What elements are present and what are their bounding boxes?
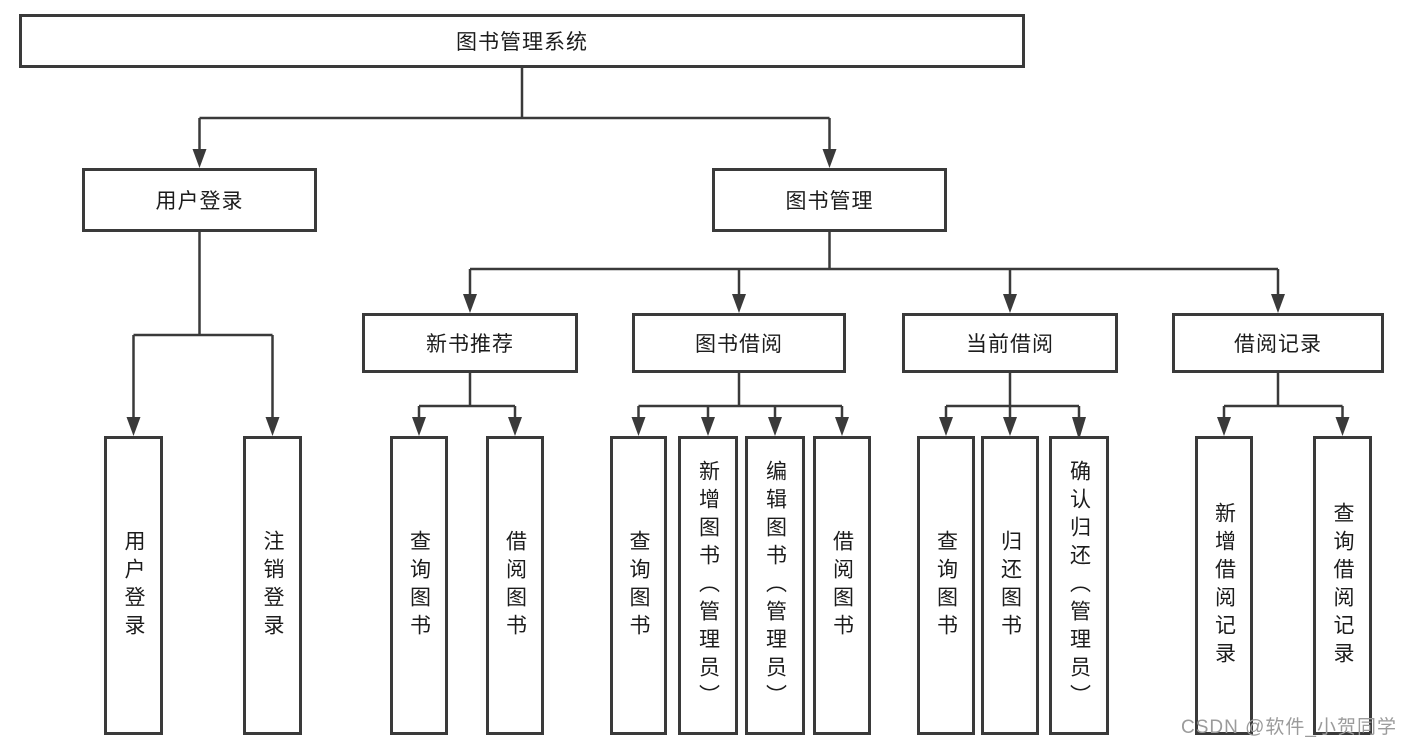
leaf-label: 借阅图书 [830, 529, 854, 642]
leaf-current-return-books: 归还图书 [981, 436, 1039, 735]
leaf-label: 注销登录 [261, 529, 284, 642]
node-borrow-records: 借阅记录 [1172, 313, 1384, 373]
leaf-label: 确认归还（管理员） [1067, 459, 1091, 712]
leaf-label: 查询图书 [407, 529, 431, 642]
leaf-label: 查询图书 [934, 529, 958, 642]
node-root-library-system: 图书管理系统 [19, 14, 1025, 68]
leaf-borrow-query-books: 查询图书 [610, 436, 667, 735]
node-label: 借阅记录 [1234, 333, 1322, 356]
node-new-book-recommend: 新书推荐 [362, 313, 578, 373]
node-user-login: 用户登录 [82, 168, 317, 232]
node-label: 图书管理 [785, 190, 874, 213]
leaf-label: 查询借阅记录 [1331, 501, 1354, 670]
leaf-record-query-borrow-record: 查询借阅记录 [1313, 436, 1372, 735]
node-label: 新书推荐 [426, 333, 514, 356]
node-book-management: 图书管理 [712, 168, 947, 232]
leaf-newbook-borrow-books: 借阅图书 [486, 436, 544, 735]
leaf-borrow-edit-books-admin: 编辑图书（管理员） [745, 436, 805, 735]
leaf-current-query-books: 查询图书 [917, 436, 975, 735]
leaf-borrow-borrow-books: 借阅图书 [813, 436, 871, 735]
leaf-newbook-query-books: 查询图书 [390, 436, 448, 735]
leaf-label: 编辑图书（管理员） [763, 459, 787, 712]
node-label: 图书借阅 [695, 333, 783, 356]
leaf-label: 新增图书（管理员） [696, 459, 720, 712]
leaf-borrow-add-books-admin: 新增图书（管理员） [678, 436, 738, 735]
leaf-logout: 注销登录 [243, 436, 302, 735]
leaf-user-login: 用户登录 [104, 436, 163, 735]
node-label: 当前借阅 [966, 333, 1054, 356]
leaf-label: 用户登录 [122, 529, 145, 642]
leaf-label: 归还图书 [998, 529, 1022, 642]
leaf-current-confirm-return-admin: 确认归还（管理员） [1049, 436, 1109, 735]
node-label: 图书管理系统 [456, 31, 588, 54]
node-book-borrow: 图书借阅 [632, 313, 846, 373]
node-current-borrow: 当前借阅 [902, 313, 1118, 373]
leaf-label: 查询图书 [627, 529, 650, 642]
csdn-watermark: CSDN @软件_小贺同学 [1181, 717, 1397, 738]
leaf-label: 新增借阅记录 [1212, 501, 1236, 670]
leaf-record-add-borrow-record: 新增借阅记录 [1195, 436, 1253, 735]
leaf-label: 借阅图书 [503, 529, 527, 642]
node-label: 用户登录 [155, 190, 244, 213]
